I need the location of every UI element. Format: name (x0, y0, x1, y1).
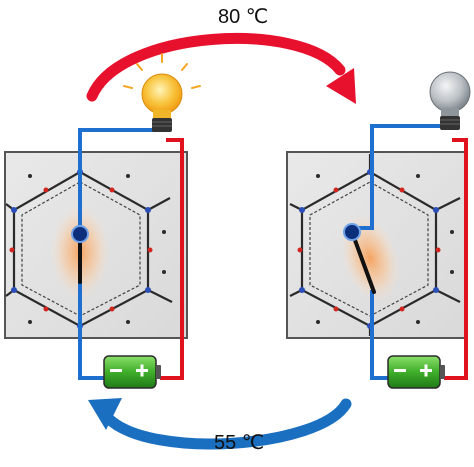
right-device (286, 71, 471, 389)
left-device (4, 53, 201, 389)
left-battery-icon (103, 355, 161, 389)
right-switch-arm (350, 230, 376, 294)
left-switch-pivot (71, 225, 89, 243)
right-wire-bottom (370, 290, 392, 380)
heating-arrow (86, 33, 356, 104)
cooling-temperature-label: 55 ℃ (214, 432, 265, 454)
right-battery-icon (387, 355, 445, 389)
cooling-arrow (88, 398, 352, 450)
right-wire-top (354, 124, 446, 230)
right-bulb-off-icon (429, 71, 471, 130)
heating-temperature-label: 80 ℃ (218, 6, 269, 28)
right-switch-pivot (343, 223, 361, 241)
left-bulb-lit-icon (123, 53, 201, 132)
right-wire-red (444, 138, 468, 380)
left-wire-red (160, 138, 184, 380)
left-wire-bottom (78, 270, 108, 380)
left-wire-top (78, 128, 158, 232)
